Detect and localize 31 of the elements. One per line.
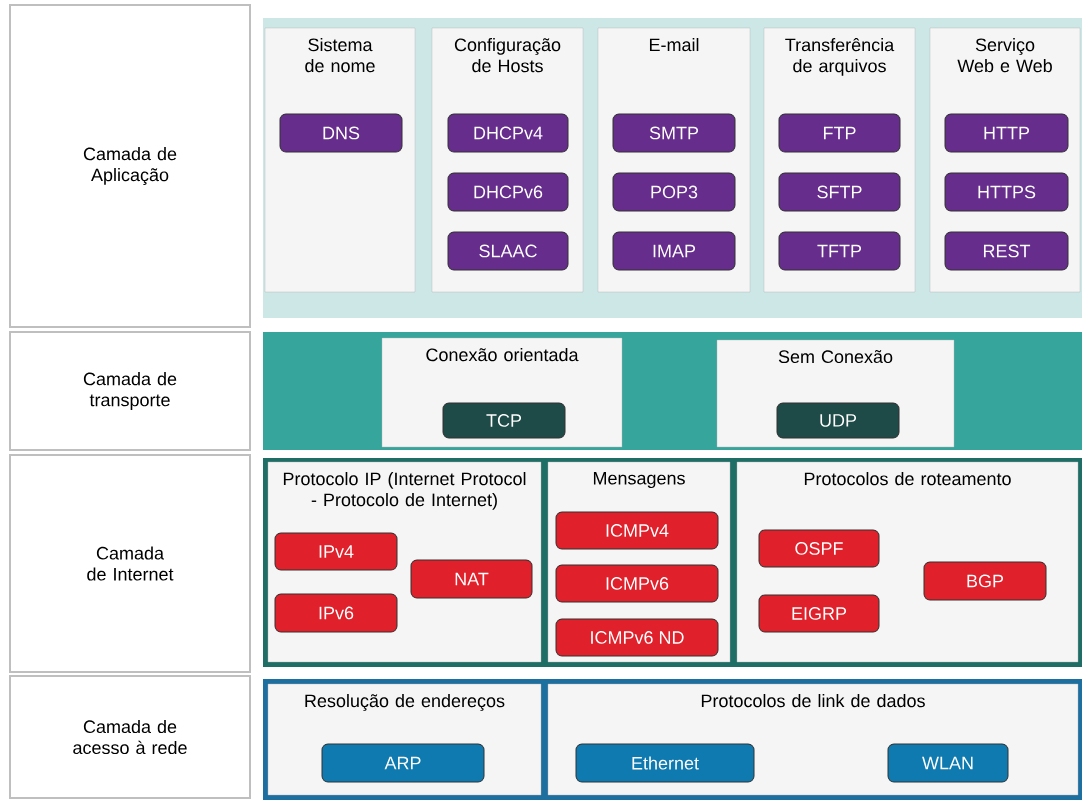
layer-label-box: Camada de Aplicação (9, 4, 251, 328)
protocol-pill: HTTPS (944, 172, 1069, 212)
protocol-pill: FTP (778, 113, 901, 153)
protocol-pill: REST (944, 231, 1069, 271)
protocol-pill: NAT (410, 559, 533, 599)
protocol-pill: IPv6 (274, 593, 398, 633)
protocol-pill: POP3 (612, 172, 736, 212)
protocol-pill: WLAN (887, 743, 1009, 783)
protocol-pill: TFTP (778, 231, 901, 271)
protocol-pill: SMTP (612, 113, 736, 153)
layer-label-box: Camada de Internet (9, 454, 251, 673)
protocol-pill: DHCPv4 (447, 113, 569, 153)
protocol-pill: SLAAC (447, 231, 569, 271)
protocol-pill: OSPF (758, 529, 880, 568)
protocol-pill: DHCPv6 (447, 172, 569, 212)
protocol-pill: ICMPv6 ND (555, 618, 719, 657)
layer-label-box: Camada de transporte (9, 331, 251, 451)
protocol-pill: UDP (776, 402, 900, 439)
protocol-pill: TCP (442, 402, 566, 439)
protocol-pill: ICMPv4 (555, 511, 719, 550)
layer-label-box: Camada de acesso à rede (9, 675, 251, 799)
protocol-pill: EIGRP (758, 594, 880, 633)
protocol-pill: IMAP (612, 231, 736, 271)
protocol-pill: IPv4 (274, 532, 398, 571)
protocol-pill: SFTP (778, 172, 901, 212)
protocol-pill: ARP (321, 743, 485, 783)
protocol-pill: Ethernet (575, 743, 755, 783)
protocol-pill: ICMPv6 (555, 564, 719, 603)
protocol-pill: DNS (279, 113, 403, 153)
protocol-pill: HTTP (944, 113, 1069, 153)
protocol-pill: BGP (923, 561, 1047, 601)
